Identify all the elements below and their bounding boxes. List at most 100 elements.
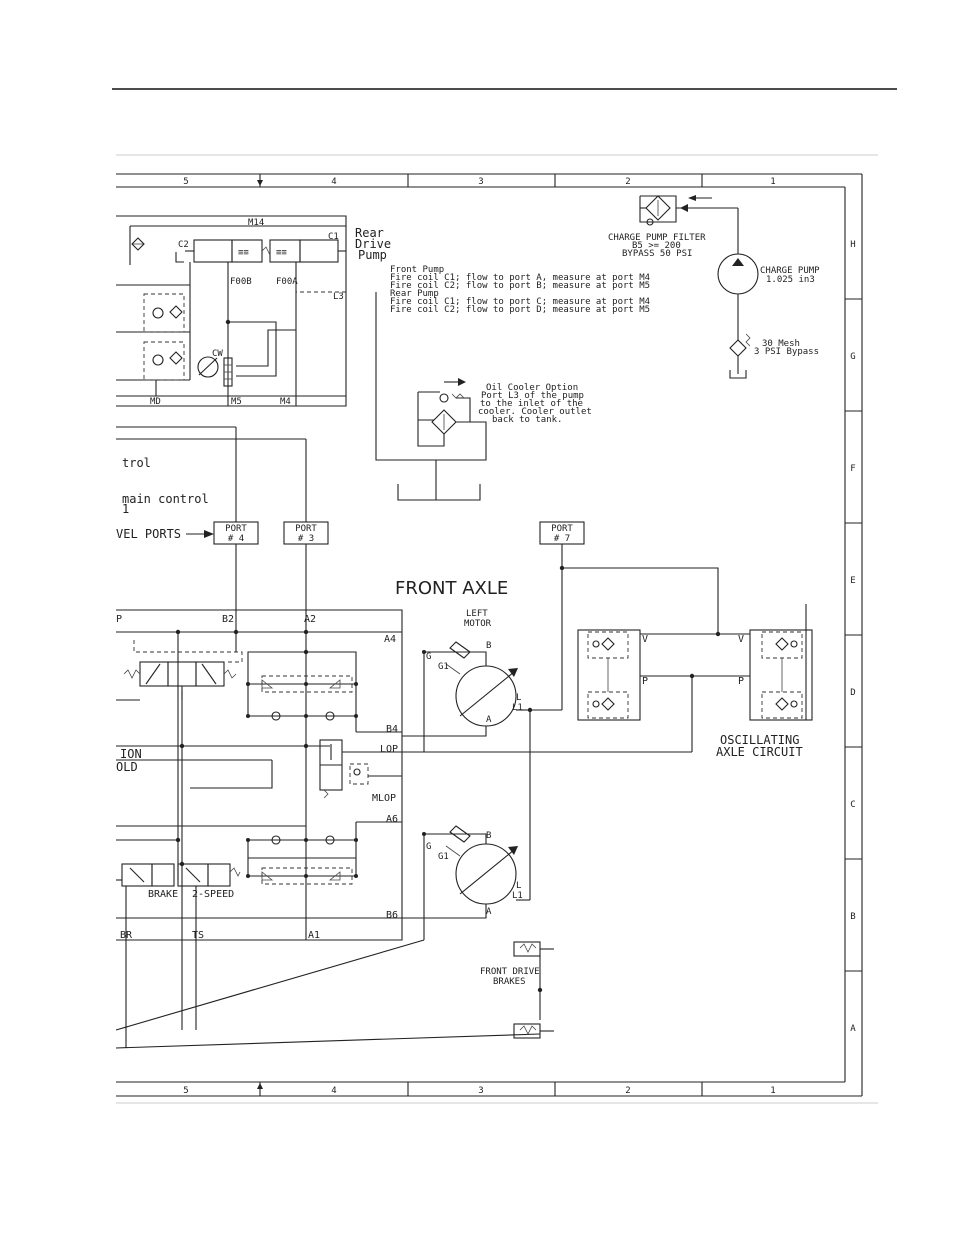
charge-filter-line: B5 >= 200 <box>632 241 681 251</box>
port-label: PORT <box>225 524 247 534</box>
column-labels-top: 5 4 3 2 1 <box>183 177 775 187</box>
port-g1: G1 <box>438 662 449 672</box>
lop-label: LOP <box>380 744 398 755</box>
oil-cooler-line: Port L3 of the pump <box>481 391 584 401</box>
rear-pump-icon <box>197 356 219 378</box>
fragment-text: VEL PORTS <box>116 527 181 541</box>
left-motor-title: MOTOR <box>464 619 492 629</box>
port-g1: G1 <box>438 852 449 862</box>
row-label: H <box>850 240 855 250</box>
left-motor-title: LEFT <box>466 609 488 619</box>
port-g: G <box>426 842 431 852</box>
ts-label: TS <box>192 930 204 941</box>
two-speed-label: 2-SPEED <box>192 889 234 900</box>
md-label: MD <box>150 397 161 407</box>
port-g: G <box>426 652 431 662</box>
note-line: Fire coil C2; flow to port B; measure at… <box>390 281 650 291</box>
charge-pump-line: CHARGE PUMP <box>760 266 820 276</box>
rear-pump-title-3: Pump <box>358 248 387 262</box>
port-l: L <box>516 881 521 891</box>
l3-label: L3 <box>333 292 344 302</box>
port-4-box: PORT # 4 <box>213 427 259 610</box>
a4-label: A4 <box>384 634 396 645</box>
port-label: # 4 <box>228 534 244 544</box>
strainer-icon <box>729 339 747 357</box>
port-a: A <box>486 715 492 725</box>
brake-label: BRAKE <box>148 889 178 900</box>
charge-pump-line: 1.025 in3 <box>766 275 815 285</box>
port-l1: L1 <box>512 703 523 713</box>
port-p: P <box>738 676 744 687</box>
f00a-label: F00A <box>276 277 298 287</box>
col-label: 2 <box>625 1086 630 1096</box>
mlop-label: MLOP <box>372 793 396 804</box>
drawing-frame <box>116 173 863 1097</box>
m5-label: M5 <box>231 397 242 407</box>
col-label: 3 <box>478 177 483 187</box>
rear-pump-title-2: Drive <box>355 237 391 251</box>
port-b: B <box>486 641 491 651</box>
col-label: 4 <box>331 1086 336 1096</box>
charge-pump: CHARGE PUMP 1.025 in3 30 Mesh 3 PSI Bypa… <box>717 208 820 379</box>
svg-text:≡≡: ≡≡ <box>238 248 249 258</box>
oil-cooler-line: cooler. Cooler outlet <box>478 407 592 417</box>
col-label: 1 <box>770 177 775 187</box>
relief-valve-block <box>143 293 185 333</box>
p-label: P <box>116 614 122 625</box>
m4-label: M4 <box>280 397 291 407</box>
left-fragments: trol main control 1 VEL PORTS <box>116 426 306 541</box>
row-label: A <box>850 1024 856 1034</box>
fragment-text: main control <box>122 492 209 506</box>
port-7-box: PORT # 7 <box>530 521 719 711</box>
port-label: # 7 <box>554 534 570 544</box>
column-labels-bottom: 5 4 3 2 1 <box>183 1086 775 1096</box>
brakes-line: BRAKES <box>493 977 526 987</box>
port-label: PORT <box>295 524 317 534</box>
port-l1: L1 <box>512 891 523 901</box>
a1-label: A1 <box>308 930 320 941</box>
a6-label: A6 <box>386 814 398 825</box>
charge-pump-filter: CHARGE PUMP FILTER B5 >= 200 BYPASS 50 P… <box>608 195 738 259</box>
col-label: 2 <box>625 177 630 187</box>
fragment-text: 1 <box>122 502 129 516</box>
row-label: D <box>850 688 855 698</box>
oscillating-axle-circuit: V P V P OSCILLATING AXLE CIRCUIT <box>577 604 813 759</box>
left-motor-upper: LEFT MOTOR G G1 B A L L1 <box>402 609 533 900</box>
port-b: B <box>486 831 491 841</box>
charge-filter-line: CHARGE PUMP FILTER <box>608 233 706 243</box>
col-label: 4 <box>331 177 336 187</box>
row-label: C <box>850 800 855 810</box>
front-drive-brakes: FRONT DRIVE BRAKES <box>115 941 554 1049</box>
note-line: Fire coil C2; flow to port D; measure at… <box>390 305 650 315</box>
port-a: A <box>486 907 492 917</box>
f00b-label: F00B <box>230 277 252 287</box>
strainer-line: 30 Mesh <box>762 339 800 349</box>
row-label: E <box>850 576 855 586</box>
port-p: P <box>642 676 648 687</box>
port-v: V <box>642 634 648 645</box>
relief-valve-block <box>143 341 185 381</box>
port-label: PORT <box>551 524 573 534</box>
note-line: Fire coil C1; flow to port A, measure at… <box>390 273 650 283</box>
motor-icon <box>455 843 517 905</box>
c2-label: C2 <box>178 240 189 250</box>
c1-label: C1 <box>328 232 339 242</box>
b2-label: B2 <box>222 614 234 625</box>
pilot-filter-icon <box>131 237 145 251</box>
spring-icon <box>261 246 271 256</box>
port-l: L <box>516 693 521 703</box>
rear-drive-pump: ≡≡ ≡≡ M14 C2 C1 Rear Drive Pump F00B F00… <box>116 215 391 407</box>
row-label: F <box>850 464 855 474</box>
col-label: 1 <box>770 1086 775 1096</box>
brakes-line: FRONT DRIVE <box>480 967 540 977</box>
port-v: V <box>738 634 744 645</box>
b4-label: B4 <box>386 724 398 735</box>
charge-filter-line: BYPASS 50 PSI <box>622 249 692 259</box>
tank-icon <box>175 252 184 263</box>
row-label: G <box>850 352 855 362</box>
col-label: 5 <box>183 1086 188 1096</box>
oil-cooler: Oil Cooler Option Port L3 of the pump to… <box>375 292 592 501</box>
note-line: Front Pump <box>390 265 444 275</box>
